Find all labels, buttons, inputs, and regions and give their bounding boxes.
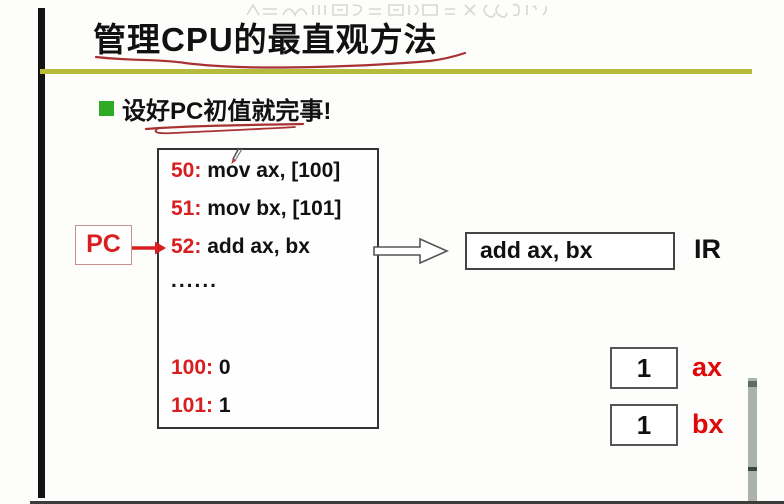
memory-address: 100: — [171, 356, 214, 379]
ir-register-box: add ax, bx — [465, 232, 675, 270]
memory-line: 51: mov bx, [101] — [171, 197, 341, 221]
memory-address: 52: — [171, 235, 202, 258]
left-edge-bar — [38, 8, 45, 498]
watermark-icon — [246, 3, 547, 18]
title-red-underline-annotation — [94, 51, 467, 69]
memory-address: 50: — [171, 159, 202, 182]
ir-label: IR — [694, 234, 721, 264]
memory-address: 51: — [171, 197, 202, 220]
scrollbar-tick — [748, 467, 757, 471]
title-divider-rule — [40, 69, 752, 74]
bullet-text: 设好PC初值就完事! — [122, 98, 332, 125]
bx-register-box: 1 — [610, 404, 678, 446]
fetch-arrow-icon — [373, 237, 449, 265]
memory-instruction: add ax, bx — [207, 235, 310, 258]
slide-title: 管理CPU的最直观方法 — [93, 21, 438, 58]
memory-line: 50: mov ax, [100] — [171, 159, 340, 183]
memory-ellipsis: ...... — [171, 269, 219, 292]
program-memory-box: 50: mov ax, [100] 51: mov bx, [101] 52: … — [157, 148, 379, 429]
memory-line-ellipsis: ...... — [171, 269, 218, 293]
ax-register-label: ax — [692, 352, 723, 382]
pc-pointer-arrow-icon — [132, 241, 166, 255]
memory-value: 0 — [218, 356, 231, 379]
scrollbar-tick — [748, 381, 757, 387]
memory-value: 1 — [218, 394, 231, 417]
memory-line: 100: 0 — [171, 356, 231, 380]
bottom-edge-bar — [30, 501, 784, 504]
ax-register-box: 1 — [610, 347, 678, 389]
pc-register-box: PC — [75, 225, 132, 265]
bullet-red-underline-annotation — [144, 122, 305, 135]
memory-line: 52: add ax, bx — [171, 235, 310, 259]
scrollbar[interactable] — [748, 378, 757, 504]
memory-instruction: mov ax, [100] — [207, 159, 341, 182]
pen-cursor-icon — [231, 147, 243, 164]
memory-address: 101: — [171, 394, 214, 417]
bx-register-label: bx — [692, 409, 724, 439]
memory-line: 101: 1 — [171, 394, 231, 418]
bullet-icon — [99, 101, 114, 116]
memory-instruction: mov bx, [101] — [207, 197, 342, 220]
